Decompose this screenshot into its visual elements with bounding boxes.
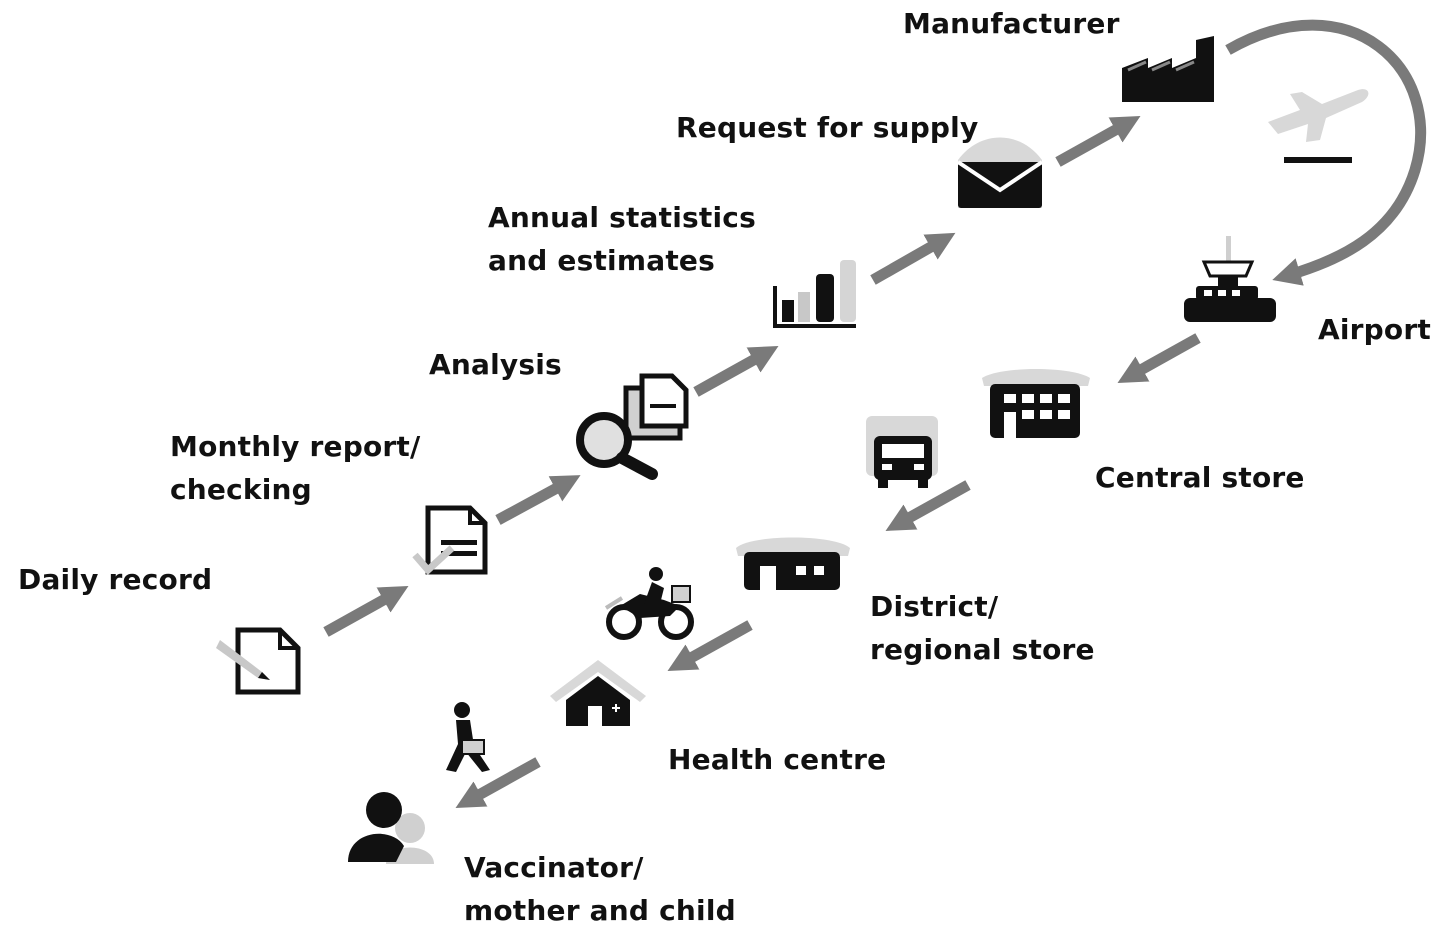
arrow-health-to-vaccinator bbox=[455, 757, 541, 808]
label-annual-line2: and estimates bbox=[488, 244, 715, 277]
label-manufacturer: Manufacturer bbox=[903, 2, 1120, 45]
health-centre-icon bbox=[550, 660, 646, 726]
label-analysis-text: Analysis bbox=[429, 348, 562, 381]
arrow-district-to-health bbox=[667, 620, 753, 671]
arrows-down bbox=[455, 333, 1201, 808]
label-monthly-report: Monthly report/ checking bbox=[170, 425, 420, 511]
district-store-icon bbox=[736, 537, 850, 590]
statistics-icon bbox=[773, 260, 856, 328]
label-request-for-supply: Request for supply bbox=[676, 106, 978, 149]
central-store-icon bbox=[982, 369, 1090, 438]
monthly-report-icon bbox=[412, 505, 488, 576]
label-airport-text: Airport bbox=[1318, 313, 1431, 346]
airplane-icon bbox=[1268, 89, 1369, 163]
arrow-stats-to-request bbox=[870, 232, 956, 285]
arrow-request-to-manufacturer bbox=[1055, 116, 1141, 167]
label-daily-text: Daily record bbox=[18, 563, 213, 596]
label-airport: Airport bbox=[1318, 308, 1431, 351]
label-health-centre: Health centre bbox=[668, 738, 886, 781]
arrow-monthly-to-analysis bbox=[495, 475, 581, 525]
arrow-airport-to-central bbox=[1117, 333, 1201, 383]
label-vaccinator-line1: Vaccinator/ bbox=[464, 851, 644, 884]
label-vaccinator-line2: mother and child bbox=[464, 894, 736, 927]
request-envelope-icon bbox=[956, 137, 1044, 208]
label-manufacturer-text: Manufacturer bbox=[903, 7, 1120, 40]
arrows-up bbox=[323, 116, 1141, 637]
label-daily-record: Daily record bbox=[18, 558, 212, 601]
walking-person-icon bbox=[446, 702, 490, 772]
label-monthly-line1: Monthly report/ bbox=[170, 430, 421, 463]
arrow-daily-to-monthly bbox=[323, 586, 409, 637]
truck-icon bbox=[866, 416, 938, 488]
label-analysis: Analysis bbox=[429, 343, 562, 386]
label-vaccinator: Vaccinator/ mother and child bbox=[464, 846, 736, 932]
label-request-text: Request for supply bbox=[676, 111, 979, 144]
label-district-line2: regional store bbox=[870, 633, 1095, 666]
arrow-manufacturer-to-airport bbox=[1225, 19, 1426, 286]
label-annual-line1: Annual statistics bbox=[488, 201, 756, 234]
factory-icon bbox=[1122, 36, 1214, 102]
daily-record-icon bbox=[216, 627, 301, 695]
label-annual-statistics: Annual statistics and estimates bbox=[488, 196, 756, 282]
label-central-text: Central store bbox=[1095, 461, 1305, 494]
arrow-analysis-to-stats bbox=[693, 346, 779, 397]
label-central-store: Central store bbox=[1095, 456, 1305, 499]
label-monthly-line2: checking bbox=[170, 473, 312, 506]
mother-child-icon bbox=[348, 792, 434, 864]
analysis-icon bbox=[576, 373, 689, 480]
motorbike-icon bbox=[604, 567, 694, 640]
arrow-central-to-district bbox=[885, 480, 971, 531]
label-health-text: Health centre bbox=[668, 743, 887, 776]
label-district-line1: District/ bbox=[870, 590, 999, 623]
label-district-store: District/ regional store bbox=[870, 585, 1095, 671]
airport-tower-icon bbox=[1184, 236, 1276, 322]
